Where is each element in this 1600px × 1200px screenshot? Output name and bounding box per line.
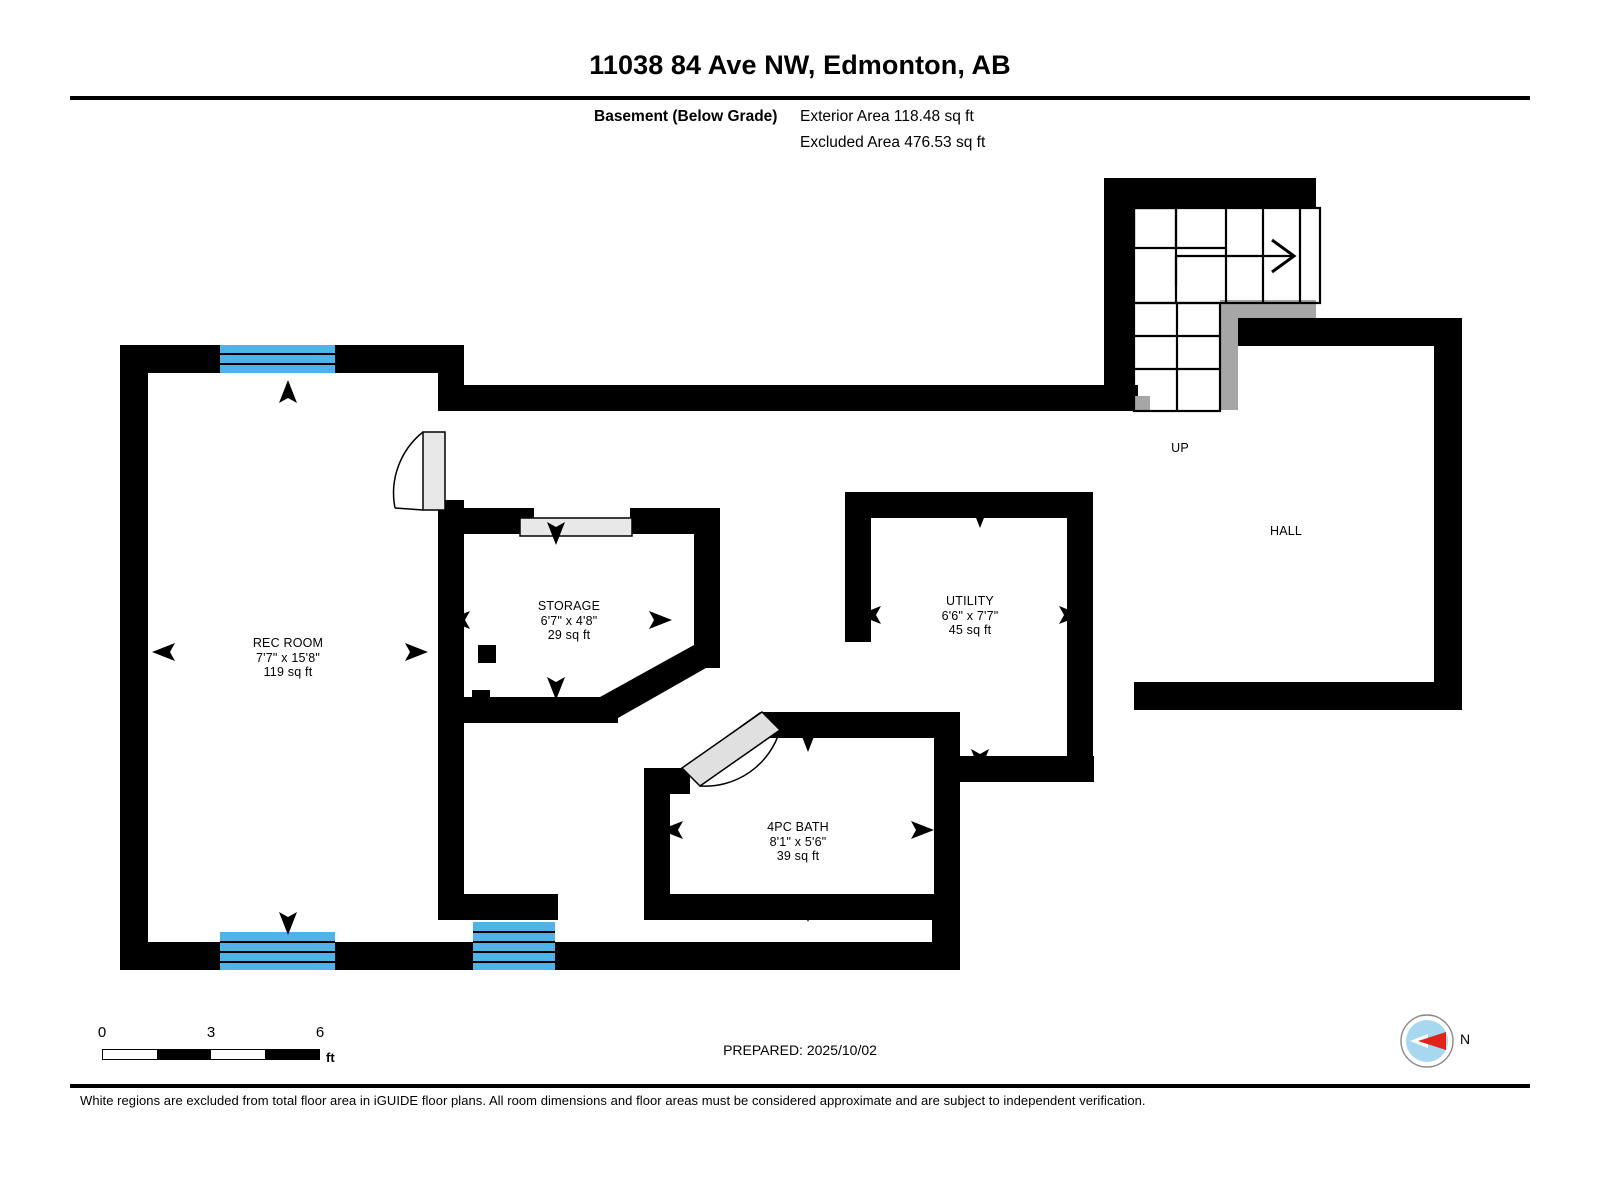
footer-divider [70, 1084, 1530, 1088]
dim-arrow-storage-e [649, 611, 672, 629]
scale-bar: 0 3 6 ft [88, 1024, 348, 1070]
wall-hall-bottom [1134, 682, 1462, 710]
level-summary: Basement (Below Grade) Exterior Area 118… [0, 105, 1600, 165]
wall-bath-east [934, 712, 960, 912]
scale-tick-3: 3 [206, 1024, 216, 1041]
door-bath [680, 711, 782, 787]
wall-utility-south-a [760, 712, 960, 738]
wall-mid-south-stub [438, 894, 558, 920]
wall-bath-ne [934, 756, 1094, 782]
wall-south-b [330, 942, 475, 970]
wall-west-exterior [120, 345, 148, 970]
room-name: STORAGE [537, 599, 601, 613]
wall-recroom-east-top [438, 345, 464, 411]
room-label-storage: STORAGE 6'7" x 4'8" 29 sq ft [538, 599, 600, 643]
dim-arrow-recroom-w [152, 643, 175, 661]
stair-shadow-left [1134, 396, 1150, 412]
wall-utility-north [845, 492, 1093, 518]
dim-arrow-recroom-n [279, 380, 297, 403]
door-recroom [392, 431, 446, 511]
dim-arrow-utility-e [1059, 606, 1082, 624]
dim-arrow-utility-n [971, 505, 989, 528]
dim-arrow-bath-w [660, 821, 683, 839]
stairs-up-label: UP [1171, 441, 1189, 455]
wall-bath-south [644, 894, 864, 920]
window-south-left [220, 932, 335, 970]
room-dimensions: 6'6" x 7'7" [941, 608, 999, 623]
room-area: 45 sq ft [948, 623, 992, 637]
door-storage [519, 517, 633, 537]
dim-arrow-storage-s [547, 677, 565, 700]
exterior-area-value: Exterior Area 118.48 sq ft [800, 108, 974, 125]
scale-tick-0: 0 [97, 1024, 107, 1041]
dim-arrow-utility-s [971, 749, 989, 772]
dim-arrow-recroom-s [279, 912, 297, 935]
window-group [220, 345, 555, 970]
wall-south-a [120, 942, 235, 970]
scale-tick-labels: 0 3 6 [88, 1024, 324, 1044]
wall-bath-south-step [850, 894, 960, 920]
wall-hall-top [1226, 318, 1462, 346]
wall-stair-left [1104, 178, 1134, 410]
room-area: 119 sq ft [263, 665, 313, 679]
hall-label: HALL [1269, 524, 1303, 538]
scale-units-label: ft [326, 1050, 335, 1065]
dim-arrow-storage-w [447, 611, 470, 629]
page-title: 11038 84 Ave NW, Edmonton, AB [589, 50, 1011, 80]
room-area: 29 sq ft [547, 628, 591, 642]
dim-arrow-bath-e [911, 821, 934, 839]
stair-shadow-right [1220, 300, 1238, 410]
window-south-middle [473, 922, 555, 970]
room-label-4pc-bath: 4PC BATH 8'1" x 5'6" 39 sq ft [767, 820, 829, 864]
excluded-area-value: Excluded Area 476.53 sq ft [800, 134, 986, 151]
staircase [1132, 206, 1322, 413]
level-label: Basement (Below Grade) [594, 108, 778, 125]
scale-segment-dark [157, 1050, 211, 1059]
wall-corridor-north [438, 385, 1138, 411]
window-north [220, 345, 335, 373]
dim-arrow-bath-n [799, 729, 817, 752]
wall-storage-north-a [438, 508, 534, 534]
wall-utility-west [845, 492, 871, 642]
room-label-utility: UTILITY 6'6" x 7'7" 45 sq ft [942, 594, 999, 638]
wall-utility-east [1067, 492, 1093, 782]
room-dimensions: 7'7" x 15'8" [255, 650, 321, 665]
room-name: 4PC BATH [767, 820, 829, 834]
room-name: UTILITY [946, 594, 994, 608]
prepared-date: PREPARED: 2025/10/02 [723, 1042, 877, 1058]
wall-stair-top [1104, 178, 1316, 208]
scale-tick-6: 6 [315, 1024, 325, 1041]
scale-bar-graphic [102, 1049, 320, 1060]
wall-hall-right [1434, 318, 1462, 710]
header-divider [70, 96, 1530, 100]
room-dimensions: 6'7" x 4'8" [540, 613, 598, 628]
dim-arrow-bath-s [799, 899, 817, 922]
disclaimer-text: White regions are excluded from total fl… [80, 1093, 1146, 1108]
stair-shadow-top [1220, 300, 1316, 318]
dim-arrow-utility-w [858, 606, 881, 624]
dimension-arrows [152, 380, 1082, 935]
door-group [392, 431, 782, 787]
wall-storage-south [438, 697, 618, 723]
scale-segment-dark [265, 1050, 319, 1059]
floor-fills [120, 345, 1460, 970]
wall-storage-diag [600, 645, 720, 718]
door-storage-opening-marks [472, 645, 496, 704]
wall-storage-east [694, 508, 720, 668]
room-name: REC ROOM [252, 636, 324, 650]
wall-south-c [552, 942, 960, 970]
room-area: 39 sq ft [776, 849, 820, 863]
wall-south-right-step [932, 920, 960, 970]
room-label-rec-room: REC ROOM 7'7" x 15'8" 119 sq ft [253, 636, 323, 680]
dim-arrow-recroom-e [405, 643, 428, 661]
compass-north-label: N [1460, 1031, 1471, 1047]
compass-icon [1400, 1014, 1454, 1068]
dim-arrow-storage-n [547, 522, 565, 545]
room-dimensions: 8'1" x 5'6" [769, 834, 827, 849]
